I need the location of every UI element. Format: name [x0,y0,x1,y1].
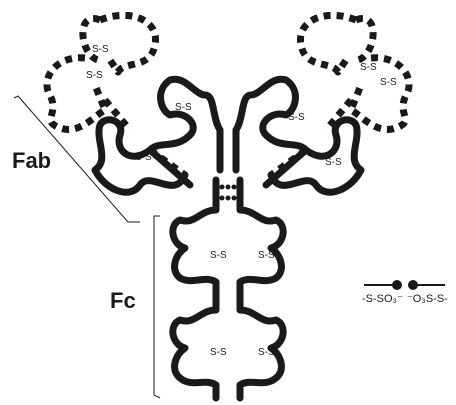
hinge-disulfide-bonds [219,184,237,201]
light-chain-left-mid-loop [43,54,109,133]
disulfide-label: S-S [86,70,103,81]
fc-label: Fc [110,288,136,313]
disulfide-label: S-S [258,250,275,261]
disulfide-label: S-S [360,62,377,73]
light-chain-right-diagonal [268,97,354,178]
heavy-chain-right-fab [232,75,365,196]
fc-bracket [153,215,161,399]
disulfide-label: S-S [135,152,152,163]
heavy-chain-left-fab [91,75,224,196]
legend-right-label: ⁻O₃S-S- [407,293,448,305]
disulfide-label: S-S [325,157,342,168]
heavy-chain-right-fc [236,176,287,402]
light-chain-left-diagonal [102,97,188,178]
light-chain-left-top-loop [79,11,159,76]
disulfide-label: S-S [380,77,397,88]
sulfonate-legend: -S-SO₃⁻ ⁻O₃S-S- [362,280,448,305]
fab-label: Fab [12,148,51,173]
disulfide-label: S-S [210,347,227,358]
heavy-chain-left-fc [169,176,220,402]
disulfide-label: S-S [258,347,275,358]
disulfide-label: S-S [288,112,305,123]
light-chain-right-mid-loop [347,54,413,133]
disulfide-label: S-S [210,250,227,261]
fab-bracket [13,95,140,223]
light-chain-right-top-loop [297,11,377,76]
disulfide-label: S-S [92,44,109,55]
disulfide-label: S-S [175,102,192,113]
legend-left-label: -S-SO₃⁻ [362,293,403,305]
